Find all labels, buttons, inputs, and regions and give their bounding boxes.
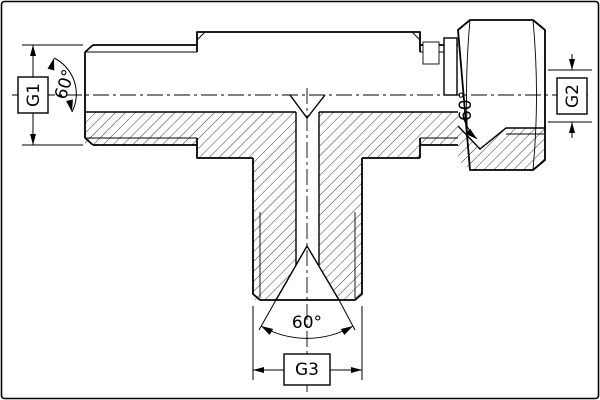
- angle-right-label: 60°: [456, 91, 476, 121]
- arrowheads: [30, 45, 575, 373]
- g2-label-box: [556, 77, 588, 115]
- arrowhead: [47, 58, 55, 71]
- arrowhead: [30, 45, 36, 56]
- arrowhead: [569, 59, 575, 70]
- g2-dimension: [548, 54, 592, 138]
- g1-label: G1: [24, 83, 44, 107]
- hatch-region: [85, 112, 197, 145]
- bottom-cone: [276, 246, 339, 300]
- arrowhead: [261, 326, 274, 336]
- arrowhead: [340, 326, 353, 336]
- vertical-bore: [296, 112, 319, 266]
- cone-extension-lines: [258, 299, 356, 331]
- seal-groove: [422, 41, 440, 65]
- arrowhead: [253, 367, 264, 373]
- swivel-nut-outline: [457, 19, 546, 171]
- section-edges: [86, 94, 545, 301]
- arrowhead: [351, 367, 362, 373]
- nut-seat-bore: [458, 95, 545, 149]
- angle-bottom-label: 60°: [292, 313, 322, 333]
- washer-profile: [443, 37, 458, 96]
- g2-label: G2: [563, 84, 583, 108]
- nut-hex-arcs: [466, 19, 537, 171]
- arrowhead: [465, 128, 477, 139]
- bore-cutouts: [276, 95, 545, 300]
- hatch-region: [420, 112, 458, 145]
- bore-edges: [86, 94, 545, 301]
- g3-label-box: [283, 353, 331, 386]
- drill-cone: [290, 95, 325, 118]
- g1-label-box: [17, 76, 49, 114]
- arrowhead: [66, 99, 73, 112]
- g3-label: G3: [295, 360, 319, 380]
- arrowhead: [30, 134, 36, 145]
- centerlines: [12, 88, 588, 392]
- arrowhead: [569, 122, 575, 133]
